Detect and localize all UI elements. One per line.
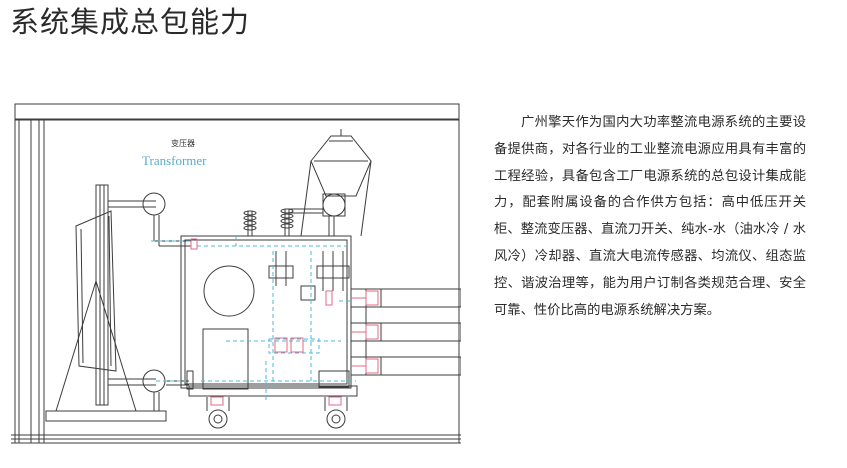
internal-wiring <box>151 236 356 401</box>
conservator <box>285 129 372 237</box>
transformer-tank <box>166 235 358 429</box>
building-frame <box>11 103 461 444</box>
label-transformer-cn: 变压器 <box>171 138 195 148</box>
page-title: 系统集成总包能力 <box>10 5 251 39</box>
busbars <box>350 288 461 376</box>
pink-accents <box>190 238 342 406</box>
left-unit <box>55 184 191 412</box>
busbar-flanges <box>351 290 379 374</box>
description-paragraph: 广州擎天作为国内大功率整流电源系统的主要设备提供商，对各行业的工业整流电源应用具… <box>494 115 806 318</box>
description-text: 广州擎天作为国内大功率整流电源系统的主要设备提供商，对各行业的工业整流电源应用具… <box>494 110 806 324</box>
bushings <box>243 208 350 301</box>
transformer-drawing: 变压器 Transformer <box>11 103 461 444</box>
label-transformer-en: Transformer <box>142 153 207 168</box>
